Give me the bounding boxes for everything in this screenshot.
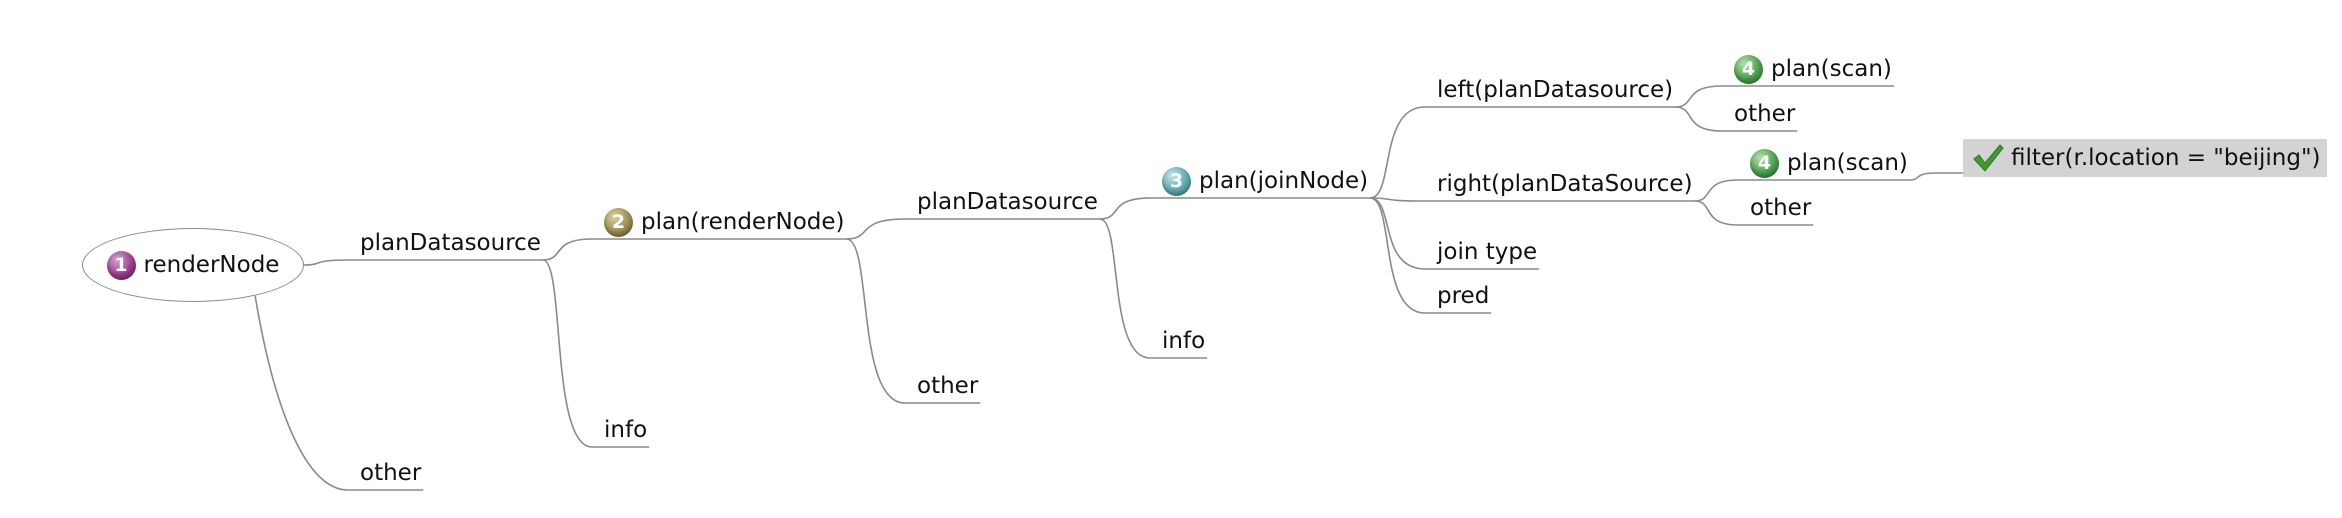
node-label: plan(scan) [1771, 56, 1892, 82]
node-plandatasource-2[interactable]: planDatasource [917, 188, 1098, 216]
node-label: pred [1437, 283, 1490, 309]
edge-n_plan_joinNode-to-n_left [1369, 106, 1426, 199]
check-icon [1973, 144, 2004, 172]
node-plandatasource-1[interactable]: planDatasource [360, 229, 541, 257]
node-other-4[interactable]: other [1750, 194, 1811, 222]
root-node-label: renderNode [143, 252, 280, 278]
edge-n_planDatasource_1-to-n_info_1 [542, 259, 593, 448]
node-right-plandatasource[interactable]: right(planDataSource) [1437, 170, 1693, 198]
node-label: info [1162, 328, 1206, 354]
priority-4-icon: 4 [1750, 148, 1779, 178]
node-label: planDatasource [917, 189, 1098, 215]
node-label: other [917, 373, 979, 399]
node-label: left(planDatasource) [1437, 77, 1674, 103]
node-label: right(planDataSource) [1437, 171, 1693, 197]
node-other-1[interactable]: other [360, 459, 421, 487]
priority-3-icon: 3 [1162, 166, 1191, 196]
node-label: plan(renderNode) [641, 209, 845, 235]
priority-4-icon: 4 [1734, 54, 1763, 84]
edge-root-to-n_planDatasource_1 [303, 259, 349, 266]
node-plan-rendernode[interactable]: 2 plan(renderNode) [604, 207, 845, 237]
edge-n_right-to-n_other_4 [1694, 200, 1739, 226]
node-plan-scan-1[interactable]: 4 plan(scan) [1734, 54, 1892, 84]
node-label: other [1750, 195, 1812, 221]
node-label: other [1734, 101, 1796, 127]
root-node-rendernode[interactable]: 1 renderNode [82, 228, 304, 302]
node-left-plandatasource[interactable]: left(planDatasource) [1437, 76, 1673, 104]
edge-n_planDatasource_2-to-n_plan_joinNode [1099, 197, 1151, 220]
node-label: filter(r.location = "beijing") [2011, 145, 2321, 171]
node-label: plan(scan) [1787, 150, 1908, 176]
priority-2-icon: 2 [604, 207, 633, 237]
node-label: join type [1437, 239, 1538, 265]
edge-n_plan_joinNode-to-n_pred [1369, 197, 1426, 314]
node-other-3[interactable]: other [1734, 100, 1795, 128]
edge-n_plan_joinNode-to-n_right [1370, 197, 1426, 202]
node-plan-scan-2[interactable]: 4 plan(scan) [1750, 148, 1908, 178]
node-info-2[interactable]: info [1162, 327, 1205, 355]
node-label: other [360, 460, 422, 486]
edge-n_plan_joinNode-to-n_join_type [1369, 197, 1426, 270]
node-filter-selected[interactable]: filter(r.location = "beijing") [1963, 139, 2327, 177]
node-label: info [604, 417, 648, 443]
node-pred[interactable]: pred [1437, 282, 1489, 310]
edge-n_plan_renderNode-to-n_planDatasource_2 [846, 218, 906, 240]
edge-n_plan_scan_2-to-n_filter [1909, 172, 1963, 181]
edge-n_left-to-n_other_3 [1675, 106, 1723, 132]
edge-n_plan_renderNode-to-n_other_2 [846, 238, 906, 404]
node-other-2[interactable]: other [917, 372, 978, 400]
edge-n_left-to-n_plan_scan_1 [1675, 85, 1723, 108]
node-label: planDatasource [360, 230, 541, 256]
edge-n_planDatasource_1-to-n_plan_renderNode [542, 238, 593, 261]
node-plan-joinnode[interactable]: 3 plan(joinNode) [1162, 166, 1369, 196]
edge-n_planDatasource_2-to-n_info_2 [1099, 218, 1151, 359]
node-label: plan(joinNode) [1199, 168, 1369, 194]
node-info-1[interactable]: info [604, 416, 647, 444]
node-join-type[interactable]: join type [1437, 238, 1537, 266]
priority-1-icon: 1 [106, 250, 136, 280]
edge-n_right-to-n_plan_scan_2 [1694, 179, 1739, 202]
edge-root-to-n_other_1 [254, 295, 349, 491]
